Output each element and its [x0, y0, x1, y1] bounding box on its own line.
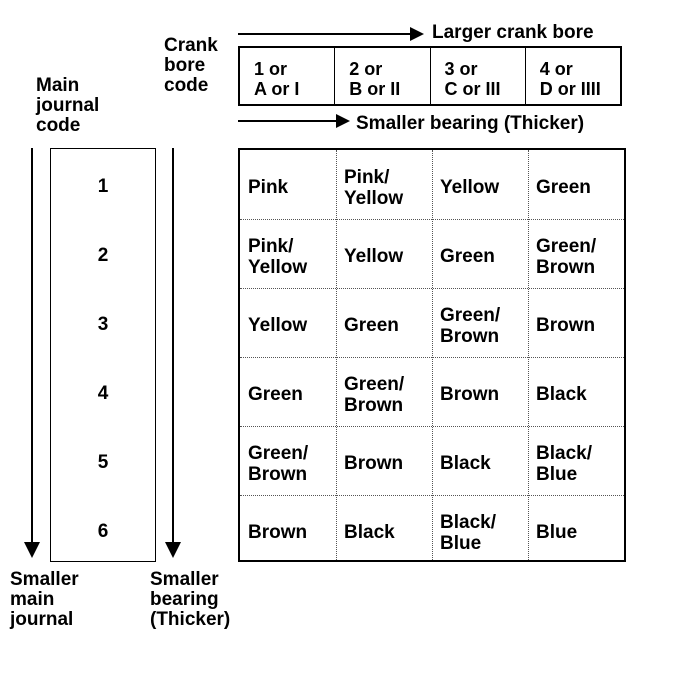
cell-r4-c4: Black — [536, 384, 587, 405]
cell-r3-c3: Green/ Brown — [440, 304, 501, 347]
journal-code-6: 6 — [97, 520, 109, 542]
cell-r3-c1: Yellow — [248, 315, 308, 336]
smaller-bearing-top-label: Smaller bearing (Thicker) — [356, 113, 585, 134]
cell-r2-c4: Green/ Brown — [536, 235, 597, 278]
cell-r1-c4: Green — [536, 177, 591, 198]
journal-code-5: 5 — [97, 451, 109, 473]
column-header-1: 1 or A or I — [254, 59, 300, 99]
cell-r2-c3: Green — [440, 246, 495, 267]
cell-r3-c4: Brown — [536, 315, 596, 336]
journal-code-1: 1 — [97, 175, 109, 197]
column-header-3: 3 or C or III — [429, 48, 525, 104]
cell-r6-c1: Brown — [248, 522, 308, 543]
cell-r4-c3: Brown — [440, 384, 500, 405]
cell-r1-c2: Pink/ Yellow — [344, 166, 404, 209]
smaller-main-journal-arrow — [24, 148, 40, 558]
cell-r3-c2: Green — [344, 315, 399, 336]
smaller-bearing-bottom-label: Smaller bearing (Thicker) — [150, 569, 231, 630]
crank-bore-code-header: 1 or A or I 2 or B or II 3 or C or III 4… — [238, 46, 622, 106]
cell-r5-c2: Brown — [344, 453, 404, 474]
crank-bore-code-label: Crank bore code — [164, 35, 218, 96]
journal-code-4: 4 — [97, 382, 109, 404]
cell-r5-c4: Black/ Blue — [536, 442, 592, 485]
cell-r6-c3: Black/ Blue — [440, 511, 496, 554]
cell-r4-c2: Green/ Brown — [344, 373, 405, 416]
cell-r6-c4: Blue — [536, 522, 578, 543]
main-journal-code-column: 1 2 3 4 5 6 — [50, 148, 156, 562]
cell-r4-c1: Green — [248, 384, 303, 405]
cell-r1-c3: Yellow — [440, 177, 500, 198]
smaller-main-journal-label: Smaller main journal — [10, 569, 79, 630]
bearing-color-grid: Pink Pink/ Yellow Yellow Green Pink/ Yel… — [238, 148, 626, 562]
column-header-2: 2 or B or II — [334, 48, 429, 104]
larger-crank-bore-arrow — [238, 27, 424, 41]
journal-code-3: 3 — [97, 313, 109, 335]
cell-r5-c1: Green/ Brown — [248, 442, 309, 485]
cell-r2-c2: Yellow — [344, 246, 404, 267]
cell-r5-c3: Black — [440, 453, 491, 474]
cell-r6-c2: Black — [344, 522, 395, 543]
journal-code-2: 2 — [97, 244, 109, 266]
larger-crank-bore-label: Larger crank bore — [432, 22, 594, 43]
cell-r2-c1: Pink/ Yellow — [248, 235, 308, 278]
column-header-4: 4 or D or IIII — [524, 48, 620, 104]
smaller-bearing-top-arrow — [238, 114, 350, 128]
main-journal-code-label: Main journal code — [36, 75, 100, 136]
cell-r1-c1: Pink — [248, 177, 289, 198]
smaller-bearing-arrow — [165, 148, 181, 558]
